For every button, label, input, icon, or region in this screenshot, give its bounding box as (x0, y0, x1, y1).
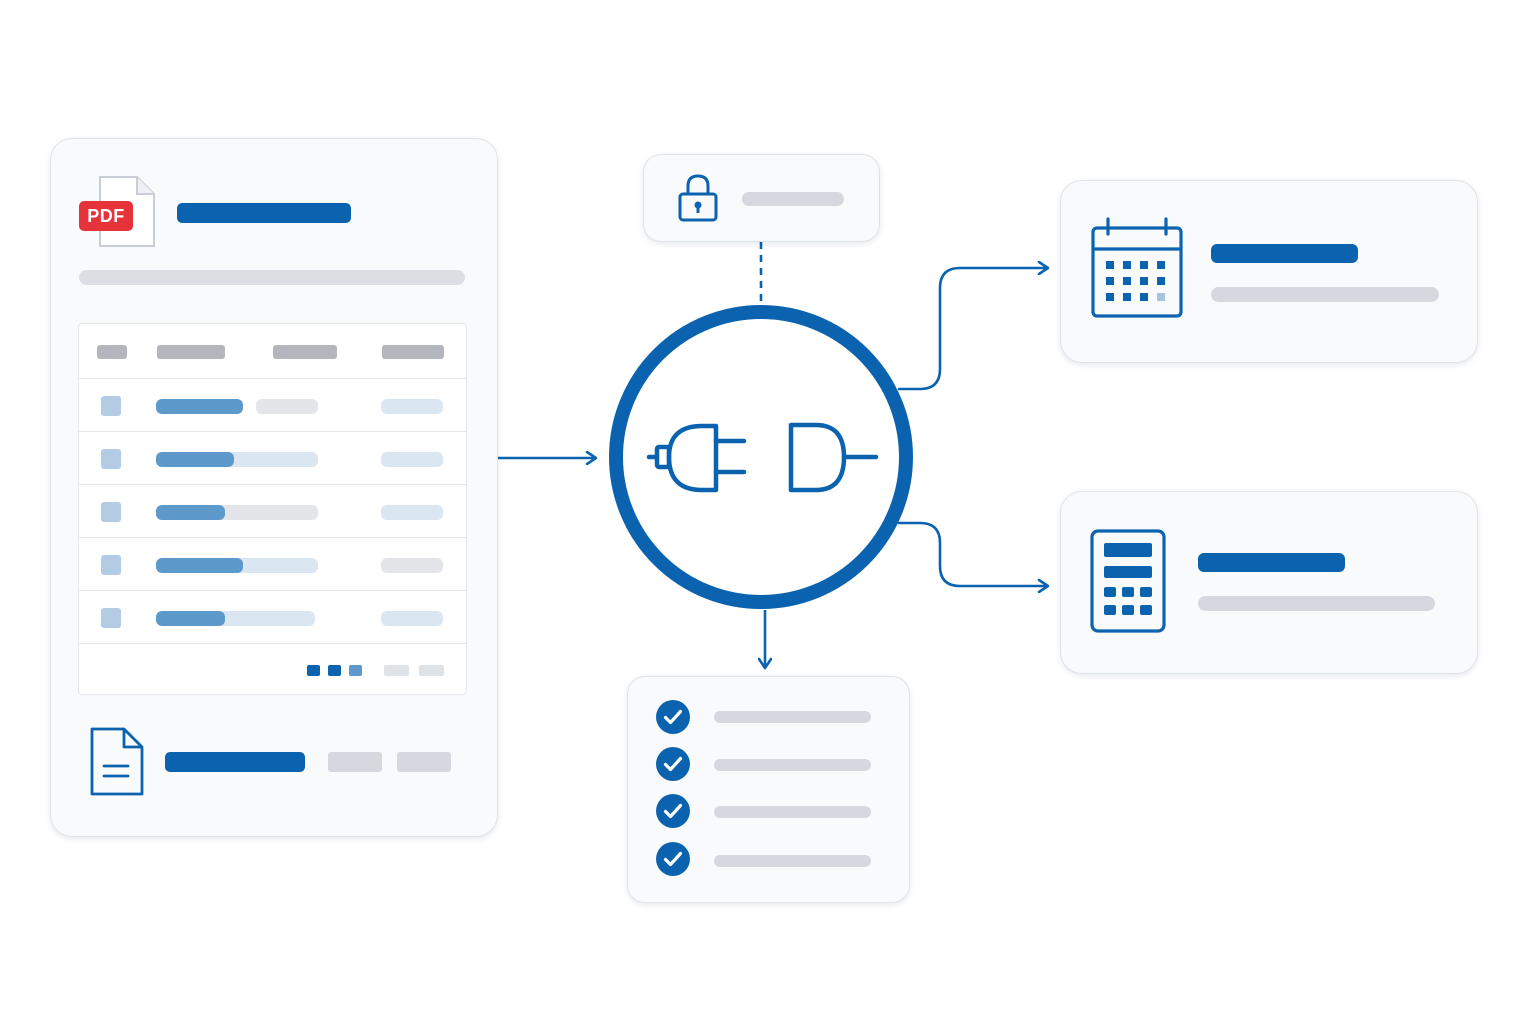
row-value-pill (381, 558, 443, 573)
calendar-subtitle-placeholder (1211, 287, 1439, 302)
row-checkbox[interactable] (101, 396, 121, 416)
security-label-placeholder (742, 192, 844, 206)
lock-icon (678, 174, 718, 222)
calendar-icon (1091, 217, 1183, 318)
checklist-item-label-placeholder (714, 711, 871, 723)
plug-connector-icon (646, 422, 879, 493)
calculator-subtitle-placeholder (1198, 596, 1435, 611)
table-row[interactable] (79, 378, 467, 432)
row-progress-fill (156, 505, 225, 520)
attachment-action-placeholder[interactable] (397, 752, 451, 772)
checklist-item-label-placeholder (714, 855, 871, 867)
row-checkbox[interactable] (101, 608, 121, 628)
document-subtitle-placeholder (79, 270, 465, 285)
calendar-arrow (898, 268, 1048, 391)
calendar-output-card (1060, 180, 1478, 363)
table-header-cell (157, 345, 225, 359)
table-row[interactable] (79, 537, 467, 591)
row-progress-fill (156, 399, 243, 414)
row-progress-track (256, 399, 318, 414)
row-value-pill (381, 399, 443, 414)
checklist-item-label-placeholder (714, 759, 871, 771)
pagination-dot[interactable] (328, 665, 341, 676)
row-checkbox[interactable] (101, 502, 121, 522)
document-file-icon (90, 727, 144, 796)
row-value-pill (381, 505, 443, 520)
calendar-title-placeholder (1211, 244, 1358, 263)
pagination-button[interactable] (384, 665, 409, 676)
calculator-arrow (898, 521, 1048, 586)
row-checkbox[interactable] (101, 555, 121, 575)
pagination-dot[interactable] (349, 665, 362, 676)
check-circle-icon (656, 700, 690, 734)
table-row[interactable] (79, 484, 467, 538)
data-table (78, 323, 467, 695)
table-row[interactable] (79, 590, 467, 644)
table-footer (79, 643, 467, 696)
check-circle-icon (656, 794, 690, 828)
attachment-action-placeholder[interactable] (328, 752, 382, 772)
row-progress-fill (156, 452, 234, 467)
pagination-dot[interactable] (307, 665, 320, 676)
integration-hub[interactable] (606, 302, 916, 612)
checklist-item-label-placeholder (714, 806, 871, 818)
table-header-cell (97, 345, 127, 359)
row-checkbox[interactable] (101, 449, 121, 469)
row-value-pill (381, 452, 443, 467)
pagination-button[interactable] (419, 665, 444, 676)
pdf-badge: PDF (79, 201, 133, 231)
table-header-cell (273, 345, 337, 359)
calculator-title-placeholder (1198, 553, 1345, 572)
document-title-placeholder (177, 203, 351, 223)
row-progress-fill (156, 558, 243, 573)
table-header-cell (382, 345, 444, 359)
calculator-icon (1090, 529, 1166, 633)
check-circle-icon (656, 747, 690, 781)
check-circle-icon (656, 842, 690, 876)
row-value-pill (381, 611, 443, 626)
table-row[interactable] (79, 431, 467, 485)
attachment-title-placeholder (165, 752, 305, 772)
row-progress-fill (156, 611, 225, 626)
calculator-output-card (1060, 491, 1478, 674)
